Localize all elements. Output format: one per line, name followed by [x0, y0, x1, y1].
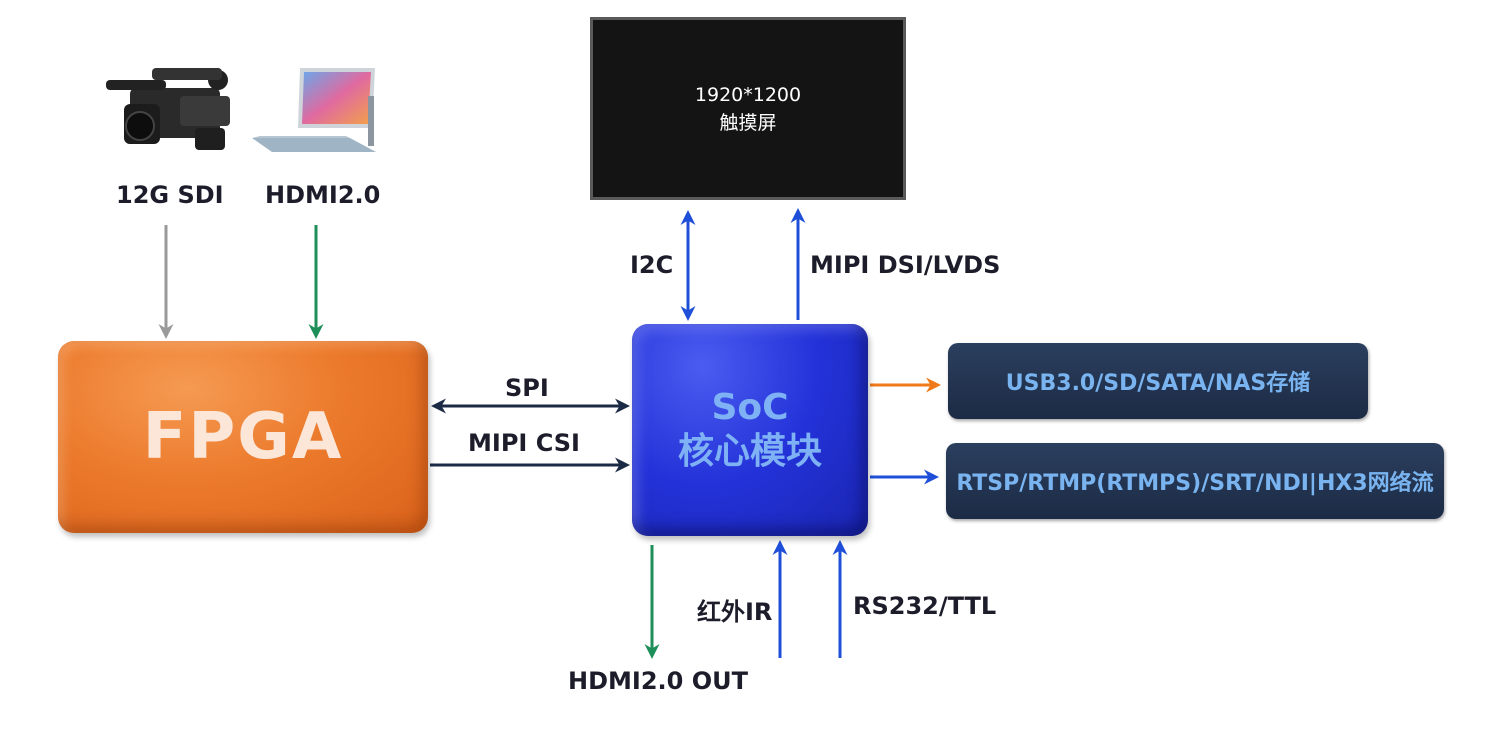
storage-output-label: USB3.0/SD/SATA/NAS存储 [1005, 371, 1311, 396]
fpga-title: FPGA [142, 400, 344, 474]
soc-block: SoC 核心模块 [632, 324, 868, 536]
screen-resolution: 1920*1200 [694, 83, 802, 106]
spi-label: SPI [505, 374, 549, 402]
ir-label: 红外IR [697, 598, 773, 626]
mipi-csi-label: MIPI CSI [468, 429, 580, 457]
stream-output-label: RTSP/RTMP(RTMPS)/SRT/NDI|HX3网络流 [956, 471, 1434, 496]
rs232-label: RS232/TTL [853, 592, 997, 620]
soc-title: SoC [711, 387, 789, 428]
stream-output: RTSP/RTMP(RTMPS)/SRT/NDI|HX3网络流 [946, 443, 1444, 519]
hdmi-out-label: HDMI2.0 OUT [568, 667, 748, 695]
video-camera-icon [106, 68, 230, 150]
hdmi-input-label: HDMI2.0 [265, 181, 381, 209]
sdi-input-label: 12G SDI [116, 181, 224, 209]
touch-screen-display: 1920*1200 触摸屏 [590, 17, 906, 200]
storage-output: USB3.0/SD/SATA/NAS存储 [948, 343, 1368, 419]
laptop-icon [252, 68, 376, 152]
i2c-label: I2C [630, 251, 674, 279]
soc-subtitle: 核心模块 [677, 431, 822, 472]
mipi-dsi-label: MIPI DSI/LVDS [810, 251, 1001, 279]
screen-type: 触摸屏 [719, 111, 777, 134]
fpga-block: FPGA [58, 341, 428, 533]
